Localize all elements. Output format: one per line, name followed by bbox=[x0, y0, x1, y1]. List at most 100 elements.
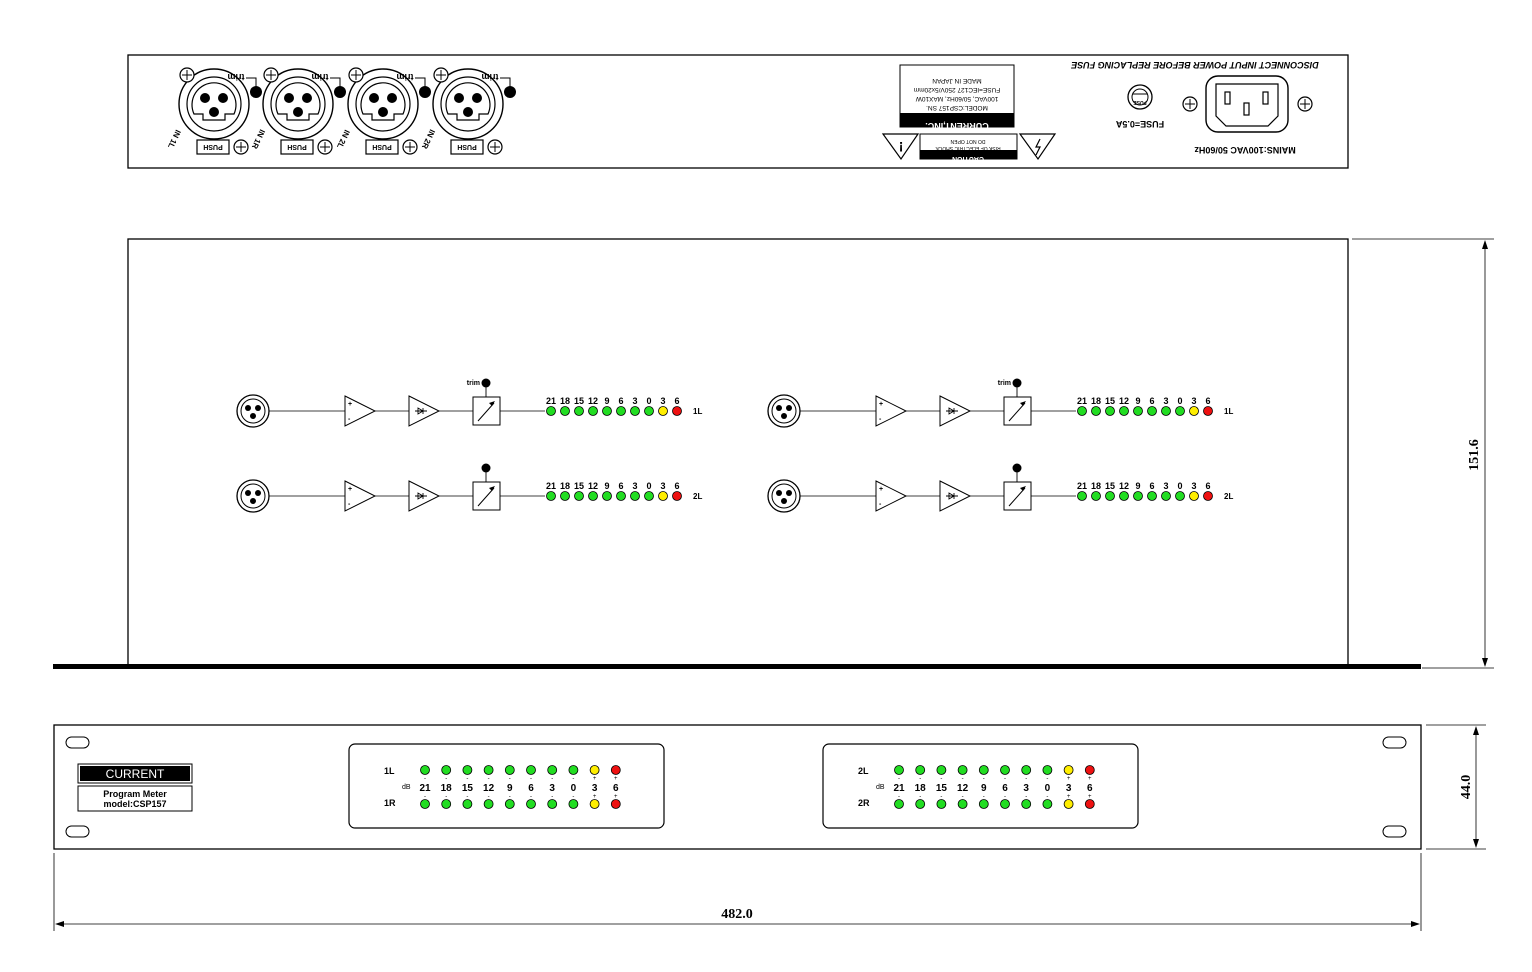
input-jack-icon bbox=[767, 479, 801, 513]
meter-bottom-label: 1R bbox=[384, 798, 396, 808]
led-indicator bbox=[546, 491, 556, 501]
trim-label: trim bbox=[998, 380, 1011, 387]
fuse-holder[interactable]: FUSE bbox=[1127, 84, 1153, 110]
top-view-outline bbox=[127, 238, 1349, 666]
rating-company: CURRENT,INC. bbox=[925, 121, 989, 131]
led-indicator bbox=[1091, 406, 1101, 416]
led-indicator bbox=[526, 799, 536, 809]
svg-text:-: - bbox=[509, 794, 511, 800]
svg-text:-: - bbox=[919, 794, 921, 800]
svg-text:+: + bbox=[348, 486, 352, 493]
scale-label: 0 bbox=[1177, 396, 1182, 406]
svg-text:-: - bbox=[1025, 794, 1027, 800]
scale-label: 0 bbox=[1045, 783, 1051, 794]
push-latch[interactable] bbox=[450, 139, 484, 155]
svg-text:-: - bbox=[466, 776, 468, 782]
rack-rail bbox=[53, 664, 1421, 669]
scale-label: 21 bbox=[1077, 481, 1087, 491]
led-indicator bbox=[672, 406, 682, 416]
led-indicator bbox=[915, 799, 926, 809]
led-indicator bbox=[894, 765, 904, 775]
led-indicator bbox=[589, 765, 600, 775]
led-indicator bbox=[915, 765, 926, 775]
scale-label: 9 bbox=[604, 481, 609, 491]
xlr-pin-icon bbox=[454, 93, 464, 103]
led-indicator bbox=[978, 765, 989, 775]
led-indicator bbox=[1203, 406, 1213, 416]
front-meters: 1L1RdB--21--18--15--12--9--6--3--0++3++6… bbox=[348, 743, 1139, 829]
svg-text:-: - bbox=[1046, 794, 1048, 800]
led-indicator bbox=[1091, 491, 1101, 501]
rating-power: 100VAC, 50/60Hz, MAX10W bbox=[915, 95, 998, 102]
iec-power-inlet[interactable] bbox=[1182, 75, 1313, 133]
led-indicator bbox=[630, 406, 640, 416]
led-indicator bbox=[1189, 406, 1199, 416]
push-label: PUSH bbox=[287, 143, 306, 150]
led-indicator bbox=[1063, 799, 1074, 809]
scale-label: 3 bbox=[660, 481, 665, 491]
db-label: dB bbox=[876, 784, 885, 791]
led-indicator bbox=[547, 799, 558, 809]
rack-mount-slot-icon bbox=[65, 736, 90, 749]
trim-pot-icon bbox=[1012, 378, 1022, 388]
trim-label: trim bbox=[467, 380, 480, 387]
front-panel-outline bbox=[53, 724, 1422, 850]
scale-label: 18 bbox=[915, 783, 927, 794]
trim-pot-icon[interactable] bbox=[334, 86, 346, 98]
scale-label: 6 bbox=[1205, 481, 1210, 491]
trim-pot-icon[interactable] bbox=[250, 86, 262, 98]
led-indicator bbox=[602, 491, 612, 501]
led-indicator bbox=[1147, 406, 1157, 416]
led-indicator bbox=[568, 799, 579, 809]
push-latch[interactable] bbox=[196, 139, 230, 155]
push-latch[interactable] bbox=[365, 139, 399, 155]
trim-pot-icon[interactable] bbox=[419, 86, 431, 98]
rating-fuse: FUSE=IEC127 250V/5x20mm bbox=[914, 86, 1001, 93]
svg-text:-: - bbox=[940, 794, 942, 800]
scale-label: 6 bbox=[674, 481, 679, 491]
channel-label: 1L bbox=[693, 407, 702, 416]
scale-label: 18 bbox=[1091, 396, 1101, 406]
scale-label: 15 bbox=[574, 481, 584, 491]
svg-text:-: - bbox=[898, 794, 900, 800]
rack-mount-slot-icon bbox=[1382, 736, 1407, 749]
scale-label: 9 bbox=[507, 783, 513, 794]
svg-text:-: - bbox=[879, 416, 882, 423]
scale-label: 12 bbox=[1119, 481, 1129, 491]
xlr-pin-icon bbox=[293, 107, 303, 117]
trim-pot-icon bbox=[1012, 463, 1022, 473]
svg-text:-: - bbox=[488, 794, 490, 800]
scale-label: 18 bbox=[441, 783, 453, 794]
amplifier-icon bbox=[875, 480, 908, 512]
led-indicator bbox=[1119, 406, 1129, 416]
xlr-pin-icon bbox=[387, 93, 397, 103]
scale-label: 18 bbox=[560, 481, 570, 491]
inlet-pin-icon bbox=[1243, 102, 1250, 116]
svg-text:+: + bbox=[879, 486, 883, 493]
push-latch[interactable] bbox=[280, 139, 314, 155]
svg-text:-: - bbox=[1004, 776, 1006, 782]
trim-pot-icon[interactable] bbox=[504, 86, 516, 98]
scale-label: 12 bbox=[588, 396, 598, 406]
trim-label: trim bbox=[227, 72, 244, 82]
amplifier-icon bbox=[344, 395, 377, 427]
led-indicator bbox=[1063, 765, 1074, 775]
led-indicator bbox=[630, 491, 640, 501]
input-jack-icon bbox=[236, 394, 270, 428]
led-indicator bbox=[1084, 765, 1095, 775]
inlet-screw-right-icon bbox=[1297, 96, 1313, 112]
led-indicator bbox=[957, 799, 968, 809]
channel-label: 2L bbox=[1224, 492, 1233, 501]
scale-label: 21 bbox=[1077, 396, 1087, 406]
input-label: IN 2R bbox=[420, 128, 437, 151]
caution-label: ! CAUTION RISK OF ELECTRIC SHOCK DO NOT … bbox=[881, 133, 1057, 162]
scale-label: 3 bbox=[592, 783, 598, 794]
height-dimension: 44.0 bbox=[1426, 724, 1486, 850]
scale-label: 3 bbox=[632, 396, 637, 406]
svg-text:+: + bbox=[614, 776, 618, 782]
